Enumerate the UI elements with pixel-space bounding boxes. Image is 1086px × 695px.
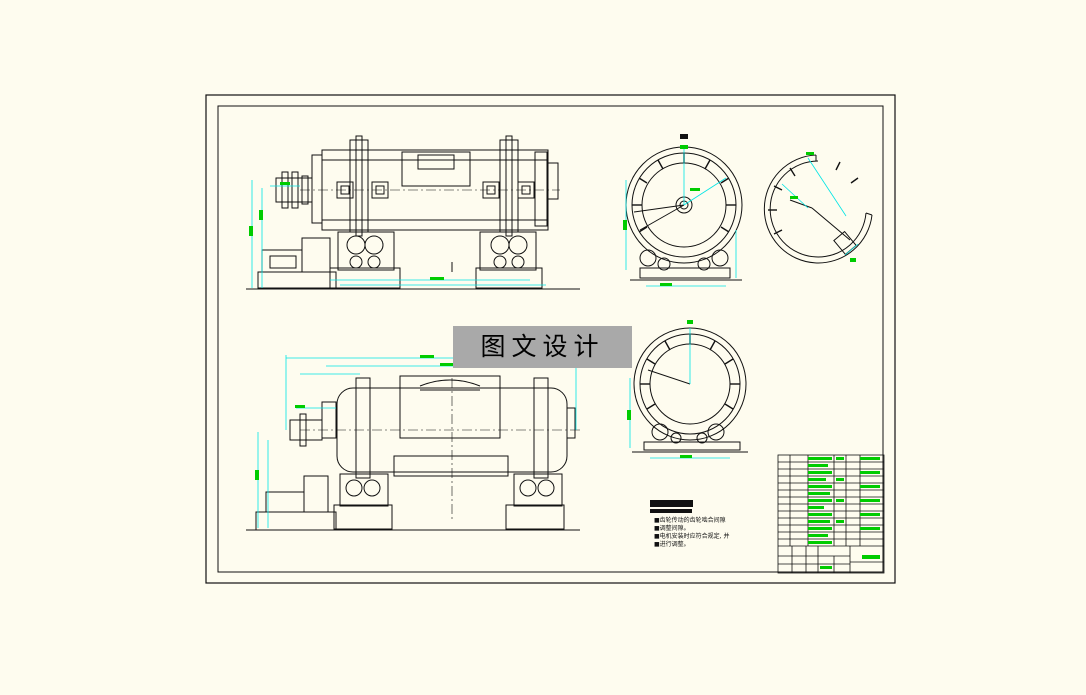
section-c-dims <box>629 328 730 459</box>
section-view-b <box>763 154 873 264</box>
section-a-title <box>680 134 688 139</box>
parts-list-entries <box>808 457 880 569</box>
section-c-labels <box>627 320 693 458</box>
section-a-labels <box>623 145 700 286</box>
plan-view <box>246 375 580 531</box>
parts-list-table <box>777 454 885 574</box>
section-b-labels <box>790 152 856 262</box>
note-line-4: ■进行调整。 <box>654 541 690 548</box>
note-line-1: ■齿轮传动的齿轮啮合间隙 <box>654 517 726 524</box>
notes-title <box>650 500 693 507</box>
note-line-3: ■电机安装时应符合规定, 并 <box>654 533 730 540</box>
plan-view-dim-labels <box>255 355 454 480</box>
front-elevation-view <box>246 135 580 290</box>
inner-frame <box>217 105 884 573</box>
watermark-label: 图文设计 <box>453 326 632 368</box>
notes-underline <box>650 509 692 513</box>
note-line-2: ■调整间隙。 <box>654 525 690 532</box>
section-a-dims <box>625 147 737 287</box>
outer-frame <box>205 94 896 584</box>
front-view-dim-labels <box>249 182 444 280</box>
